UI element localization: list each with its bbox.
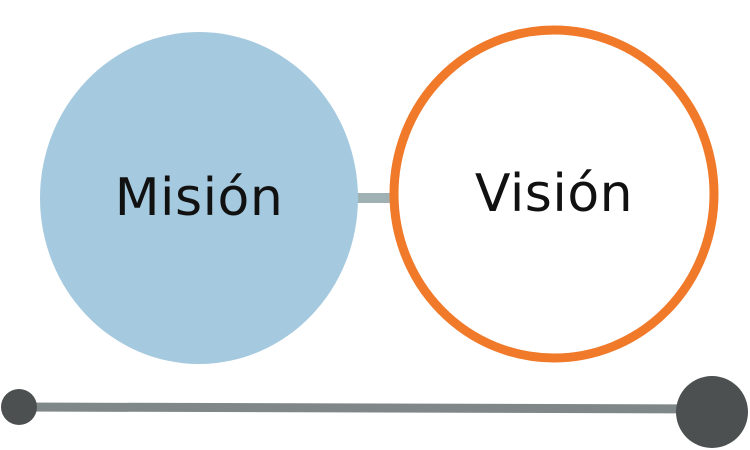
connector-bar (350, 193, 398, 203)
timeline-start-dot (1, 389, 37, 425)
timeline-line (14, 402, 717, 414)
vision-label: Visión (474, 164, 634, 224)
mision-circle (40, 32, 358, 364)
vision-circle (389, 25, 719, 363)
timeline-end-dot (676, 376, 748, 448)
mision-label: Misión (114, 168, 284, 228)
